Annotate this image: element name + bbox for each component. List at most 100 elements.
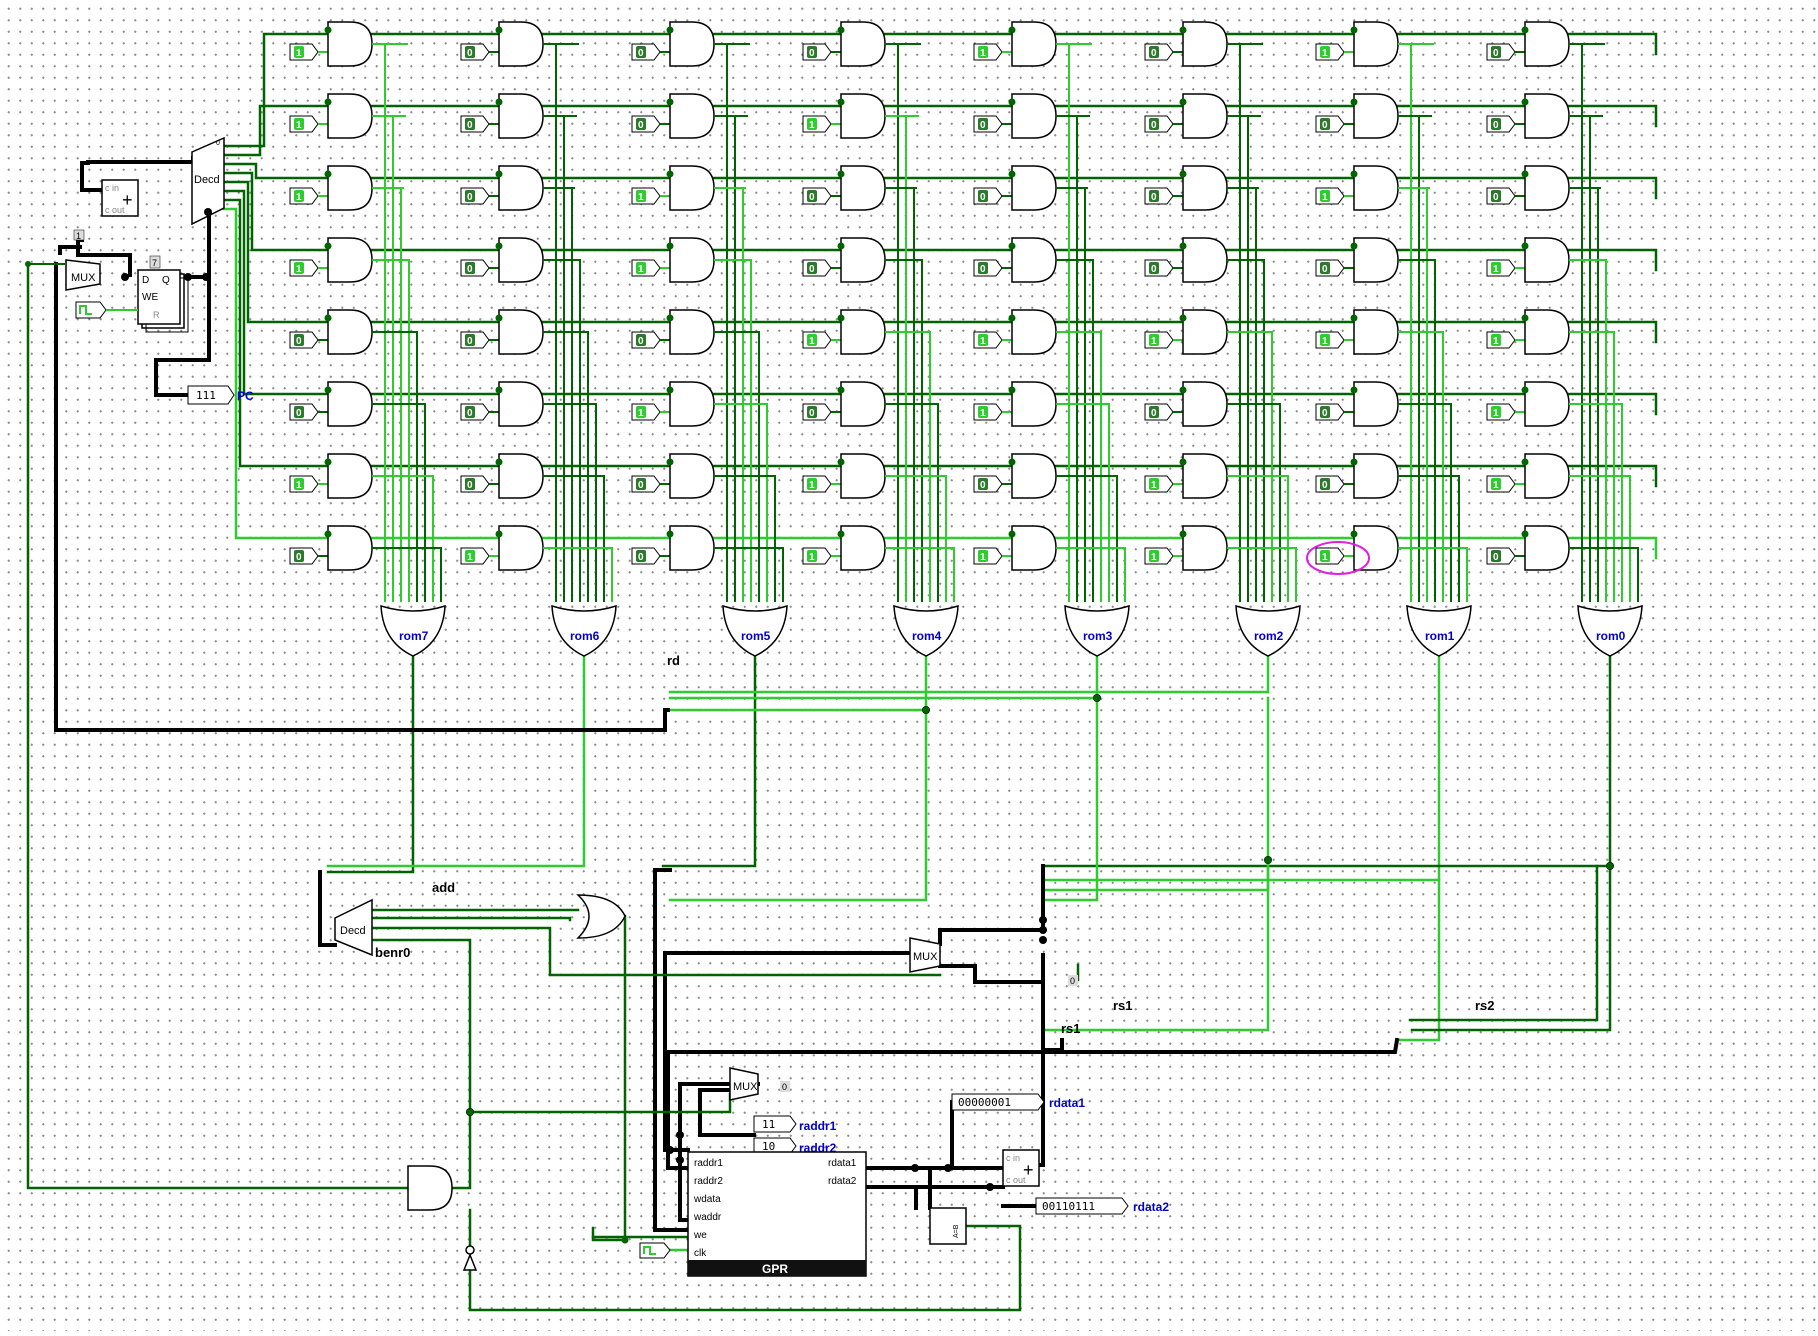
waddr-mux[interactable] [729, 1067, 759, 1101]
gpr-port-wdata: wdata [693, 1194, 721, 1205]
and-gate[interactable] [327, 381, 373, 427]
and-gate[interactable] [1353, 21, 1399, 67]
rdata1-pin[interactable] [951, 1093, 1045, 1111]
rs2-label: rs2 [1475, 998, 1495, 1013]
rom-cell: 1 [1486, 309, 1615, 602]
rom-cell: 1 [1315, 525, 1468, 602]
and-gate[interactable] [1011, 237, 1057, 283]
rom-or-gate[interactable]: rom4 [893, 604, 959, 657]
and-gate[interactable] [1011, 21, 1057, 67]
and-gate[interactable] [840, 453, 886, 499]
and-gate[interactable] [669, 309, 715, 355]
and-gate[interactable] [840, 237, 886, 283]
equal-comparator[interactable] [929, 1207, 967, 1245]
and-gate[interactable] [1182, 309, 1228, 355]
and-gate[interactable] [498, 453, 544, 499]
rom-or-gate[interactable]: rom6 [551, 604, 617, 657]
and-gate[interactable] [1524, 453, 1570, 499]
and-gate[interactable] [1182, 165, 1228, 211]
and-gate[interactable] [840, 93, 886, 139]
and-gate[interactable] [840, 525, 886, 571]
rom-bit-value: 1 [296, 48, 302, 59]
and-gate[interactable] [1524, 21, 1570, 67]
raddr2-value: 10 [762, 1140, 775, 1153]
rom-or-gate[interactable]: rom5 [722, 604, 788, 657]
and-gate[interactable] [1011, 93, 1057, 139]
and-gate[interactable] [1182, 93, 1228, 139]
and-gate[interactable] [1353, 453, 1399, 499]
and-gate[interactable] [1182, 237, 1228, 283]
and-gate[interactable] [1353, 93, 1399, 139]
rdata-adder[interactable] [1002, 1149, 1040, 1187]
pc-adder[interactable] [101, 179, 139, 217]
wdata-mux[interactable] [909, 937, 941, 973]
not-gate[interactable] [462, 1252, 478, 1271]
and-gate[interactable] [1524, 165, 1570, 211]
and-gate[interactable] [498, 21, 544, 67]
opcode-decoder[interactable] [334, 898, 373, 957]
branch-or-gate[interactable] [576, 894, 626, 939]
and-gate[interactable] [1524, 309, 1570, 355]
and-gate[interactable] [1353, 381, 1399, 427]
and-gate[interactable] [498, 165, 544, 211]
and-gate[interactable] [669, 525, 715, 571]
rom-or-gate[interactable]: rom3 [1064, 604, 1130, 657]
rom-bit-value: 0 [980, 480, 986, 491]
and-gate[interactable] [1524, 381, 1570, 427]
rom-or-gate[interactable]: rom1 [1406, 604, 1472, 657]
and-gate[interactable] [1524, 525, 1570, 571]
and-gate[interactable] [840, 21, 886, 67]
gpr-register-file[interactable] [687, 1151, 867, 1277]
and-gate[interactable] [1182, 381, 1228, 427]
and-gate[interactable] [669, 165, 715, 211]
and-gate[interactable] [327, 165, 373, 211]
and-gate[interactable] [840, 309, 886, 355]
rom-or-gate[interactable]: rom0 [1577, 604, 1643, 657]
rom-bit-value: 0 [1493, 552, 1499, 563]
and-gate[interactable] [1011, 309, 1057, 355]
and-gate[interactable] [669, 237, 715, 283]
pc-output-pin[interactable] [187, 385, 235, 405]
and-gate[interactable] [498, 237, 544, 283]
and-gate[interactable] [327, 309, 373, 355]
and-gate[interactable] [1182, 21, 1228, 67]
and-gate[interactable] [498, 309, 544, 355]
and-gate[interactable] [327, 525, 373, 571]
and-gate[interactable] [840, 381, 886, 427]
branch-and-gate[interactable] [407, 1165, 453, 1211]
and-gate[interactable] [1182, 525, 1228, 571]
and-gate[interactable] [1011, 381, 1057, 427]
and-gate[interactable] [327, 93, 373, 139]
and-gate[interactable] [498, 93, 544, 139]
rom-bit-value: 1 [809, 480, 815, 491]
rom-or-gate[interactable]: rom7 [380, 604, 446, 657]
and-gate[interactable] [1353, 165, 1399, 211]
and-gate[interactable] [1011, 453, 1057, 499]
and-gate[interactable] [669, 453, 715, 499]
and-gate[interactable] [327, 453, 373, 499]
and-gate[interactable] [669, 93, 715, 139]
rom-or-gate[interactable]: rom2 [1235, 604, 1301, 657]
rdata2-pin[interactable] [1035, 1197, 1129, 1215]
pc-register[interactable] [137, 269, 181, 325]
and-gate[interactable] [840, 165, 886, 211]
top-decoder[interactable]: Decd 0 [191, 136, 225, 226]
and-gate[interactable] [1524, 93, 1570, 139]
and-gate[interactable] [1353, 237, 1399, 283]
and-gate[interactable] [669, 21, 715, 67]
rom-cell: 0 [631, 525, 784, 602]
and-gate[interactable] [1011, 525, 1057, 571]
and-gate[interactable] [1524, 237, 1570, 283]
and-gate[interactable] [1353, 309, 1399, 355]
pc-mux[interactable] [65, 259, 101, 291]
and-gate[interactable] [327, 237, 373, 283]
and-gate[interactable] [669, 381, 715, 427]
and-gate[interactable] [1011, 165, 1057, 211]
and-gate[interactable] [498, 525, 544, 571]
and-gate[interactable] [1182, 453, 1228, 499]
and-gate[interactable] [498, 381, 544, 427]
and-gate[interactable] [327, 21, 373, 67]
rom-cell: 0 [460, 453, 605, 602]
raddr1-pin[interactable] [753, 1115, 797, 1133]
rom-bit-value: 0 [638, 48, 644, 59]
